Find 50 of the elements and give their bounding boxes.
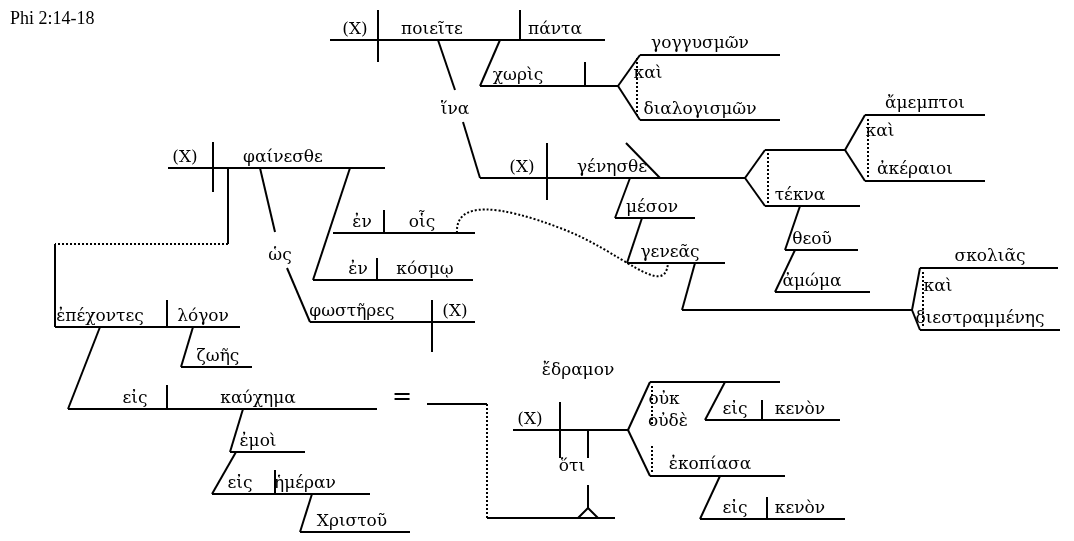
word-label: εἰς [722, 497, 748, 517]
word-label: χωρὶς [492, 64, 544, 84]
word-label: θεοῦ [792, 228, 832, 248]
word-label: (X) [442, 300, 468, 320]
word-label: κενὸν [774, 497, 826, 517]
word-label: ἡμέραν [274, 472, 336, 492]
word-label: ἀκέραιοι [877, 158, 953, 178]
word-label: τέκνα [774, 184, 826, 204]
word-label: λόγον [177, 305, 229, 325]
word-label: καὶ [923, 275, 953, 295]
word-label: ποιεῖτε [401, 18, 463, 38]
equals-sign: = [391, 386, 413, 406]
word-label: Χριστοῦ [316, 510, 388, 530]
word-label: ἐν [348, 258, 368, 278]
word-label: πάντα [528, 18, 582, 38]
word-label: ἔδραμον [541, 359, 615, 379]
conjunction-word: ὡς [268, 244, 292, 264]
word-label: γένησθε [576, 156, 648, 176]
conjunction-word: ὅτι [558, 455, 586, 475]
word-label: φωστῆρες [309, 300, 395, 320]
word-label: εἰς [227, 472, 253, 492]
word-label: σκολιᾶς [954, 245, 1026, 265]
word-label: ἐμοὶ [239, 430, 277, 450]
word-label: (X) [517, 408, 543, 428]
word-label: ἀμώμα [782, 270, 842, 290]
conjunction-word: ἵνα [440, 98, 470, 118]
word-label: διαλογισμῶν [643, 98, 757, 118]
word-label: μέσον [626, 196, 678, 216]
word-label: φαίνεσθε [243, 146, 323, 166]
word-label: κόσμῳ [396, 258, 454, 278]
word-label: (X) [172, 146, 198, 166]
word-label: γενεᾶς [640, 241, 700, 261]
word-label: καὶ [633, 62, 663, 82]
word-label: εἰς [722, 398, 748, 418]
word-label: ζωῆς [196, 345, 240, 365]
word-label: ἐκοπίασα [668, 453, 752, 473]
word-label: ἐν [352, 211, 372, 231]
word-label: εἰς [122, 387, 148, 407]
word-label: ἐπέχοντες [56, 305, 144, 325]
word-label: οὐδὲ [648, 410, 688, 430]
word-label: γογγυσμῶν [651, 32, 749, 52]
word-label: καύχημα [220, 387, 296, 407]
word-label: οὐκ [648, 388, 680, 408]
word-label: οἷς [408, 211, 436, 231]
word-label: διεστραμμένης [915, 307, 1045, 327]
word-label: κενὸν [774, 398, 826, 418]
word-label: (X) [509, 156, 535, 176]
word-label: (X) [342, 18, 368, 38]
word-label: ἄμεμπτοι [885, 92, 965, 112]
title: Phi 2:14-18 [10, 8, 95, 29]
